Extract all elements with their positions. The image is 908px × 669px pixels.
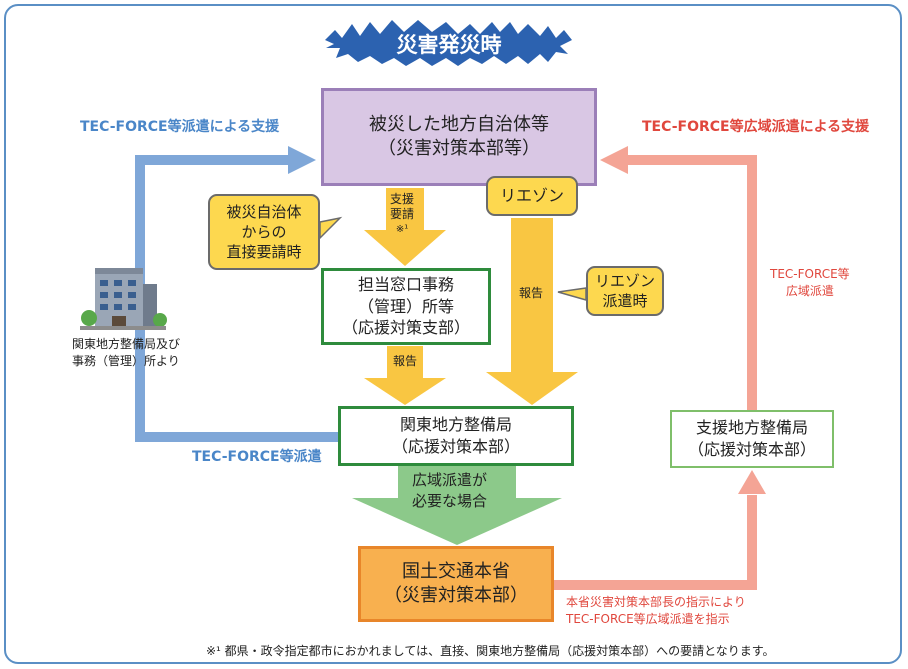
tec-force-support-label: TEC-FORCE等派遣による支援: [80, 119, 280, 135]
office-line3: （応援対策支部）: [341, 318, 470, 338]
tec-force-dispatch-label: TEC-FORCE等派遣: [192, 449, 322, 465]
support-request-line2: 要請: [390, 207, 415, 221]
blue-arrowhead: [288, 146, 316, 174]
support-bureau-line2: （応援対策本部）: [687, 440, 816, 459]
disaster-municipality-line1: 被災した地方自治体等: [369, 113, 549, 135]
direct-request-pointer: [319, 216, 343, 240]
support-bureau-line1: 支援地方整備局: [695, 418, 808, 438]
diagram-frame: [4, 4, 902, 664]
wide-dispatch-needed-line2: 必要な場合: [412, 492, 488, 510]
liaison-dispatch-line2: 派遣時: [602, 292, 648, 310]
liaison-dispatch-callout: リエゾン 派遣時: [586, 266, 664, 316]
kanto-bureau-line1: 関東地方整備局: [399, 415, 512, 435]
liaison-box: リエゾン: [486, 176, 578, 216]
kanto-bureau-line2: （応援対策本部）: [391, 437, 520, 456]
from-bureau-line2: 事務（管理）所より: [72, 354, 180, 368]
from-bureau-line1: 関東地方整備局及び: [72, 337, 181, 351]
disaster-municipality-box: 被災した地方自治体等 （災害対策本部等）: [321, 88, 597, 186]
office-report-arrow: [364, 346, 446, 405]
direct-request-line3: 直接要請時: [226, 243, 302, 262]
office-building-icon: [80, 268, 167, 330]
support-request-label: 支援 要請 ※¹: [390, 192, 414, 237]
title-banner: [325, 20, 572, 66]
liaison-dispatch-line1: リエゾン: [594, 271, 655, 290]
instruction-line1: 本省災害対策本部長の指示により: [566, 595, 746, 609]
office-line1: 担当窓口事務: [357, 275, 454, 295]
support-bureau-box: 支援地方整備局 （応援対策本部）: [670, 410, 834, 468]
red-arrowhead-up: [738, 470, 766, 494]
instruction-line2: TEC-FORCE等広域派遣を指示: [566, 612, 730, 626]
instruction-label: 本省災害対策本部長の指示により TEC-FORCE等広域派遣を指示: [566, 594, 746, 628]
mlit-line1: 国土交通本省: [402, 560, 510, 582]
kanto-bureau-box: 関東地方整備局 （応援対策本部）: [338, 406, 574, 466]
from-bureau-label: 関東地方整備局及び 事務（管理）所より: [72, 336, 180, 370]
liaison-label: リエゾン: [499, 186, 564, 206]
wide-dispatch-needed-line1: 広域派遣が: [412, 471, 488, 489]
red-arrowhead-left: [600, 146, 628, 174]
wide-dispatch-needed-label: 広域派遣が 必要な場合: [412, 470, 487, 512]
mlit-line2: （災害対策本部）: [384, 585, 528, 606]
wide-dispatch-label: TEC-FORCE等 広域派遣: [770, 266, 850, 300]
mlit-box: 国土交通本省 （災害対策本部）: [358, 546, 554, 622]
office-line2: （管理）所等: [357, 296, 454, 316]
wide-dispatch-needed-arrow: [352, 466, 562, 545]
direct-request-callout: 被災自治体 からの 直接要請時: [208, 194, 320, 270]
liaison-report-arrow: [486, 218, 578, 405]
liaison-report-label: 報告: [519, 286, 544, 300]
support-request-arrow: [364, 188, 446, 266]
office-box: 担当窓口事務 （管理）所等 （応援対策支部）: [321, 268, 491, 345]
title-text: 災害発災時: [397, 33, 502, 57]
direct-request-line2: からの: [241, 222, 287, 241]
liaison-dispatch-pointer: [557, 287, 587, 301]
footnote: ※¹ 都県・政令指定都市におかれましては、直接、関東地方整備局（応援対策本部）へ…: [206, 644, 775, 658]
red-wide-dispatch-arrow: [554, 155, 757, 590]
tec-force-wide-support-label: TEC-FORCE等広域派遣による支援: [642, 119, 870, 135]
support-request-mark: ※¹: [395, 224, 409, 235]
wide-dispatch-line1: TEC-FORCE等: [770, 267, 850, 281]
disaster-municipality-line2: （災害対策本部等）: [378, 138, 540, 159]
wide-dispatch-line2: 広域派遣: [785, 284, 834, 298]
direct-request-line1: 被災自治体: [226, 202, 302, 221]
support-request-line1: 支援: [390, 192, 415, 206]
office-report-label: 報告: [393, 354, 418, 368]
